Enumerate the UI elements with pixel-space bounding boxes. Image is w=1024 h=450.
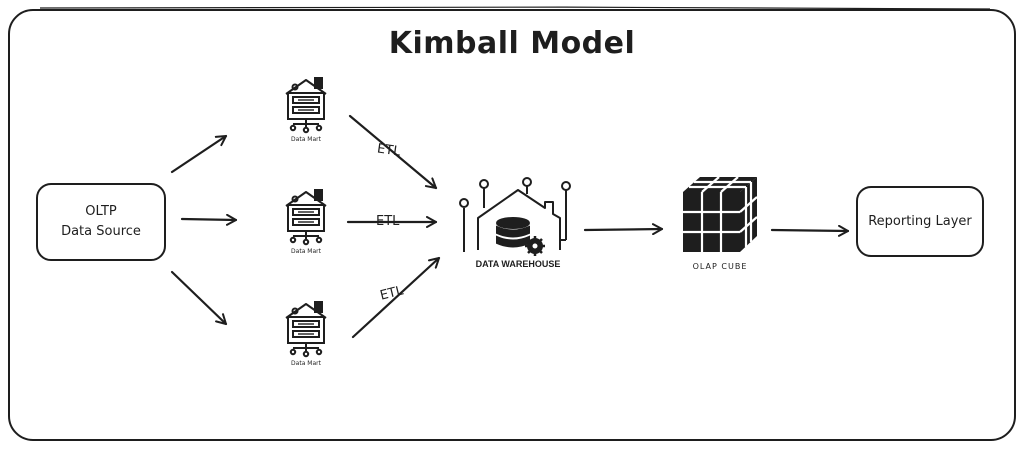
reporting-layer-box <box>856 186 984 257</box>
data-warehouse-caption: DATA WAREHOUSE <box>475 259 561 269</box>
etl-label-2: ETL <box>376 214 400 229</box>
arrow-mart-1-to-warehouse <box>348 114 438 190</box>
arrow-source-to-mart-1 <box>170 134 228 174</box>
data-mart-icon <box>285 77 327 134</box>
olap-cube-icon <box>683 176 758 252</box>
oltp-source-label: OLTP Data Source <box>37 202 165 242</box>
data-mart-caption-2: Data Mart <box>291 248 321 255</box>
data-mart-icon <box>285 189 327 246</box>
arrow-mart-3-to-warehouse <box>351 256 441 339</box>
frame-sketch-line <box>39 6 991 10</box>
arrow-warehouse-to-cube <box>583 223 664 236</box>
arrow-source-to-mart-2 <box>180 213 238 226</box>
oltp-source-line1: OLTP <box>85 204 117 219</box>
data-warehouse-icon <box>459 177 571 256</box>
reporting-layer-label: Reporting Layer <box>868 214 972 229</box>
oltp-source-line2: Data Source <box>61 224 141 239</box>
data-mart-caption-3: Data Mart <box>291 360 321 367</box>
arrow-source-to-mart-3 <box>170 270 228 326</box>
diagram-frame <box>8 9 1016 441</box>
etl-label-1: ETL <box>376 141 402 160</box>
diagram-title: Kimball Model <box>388 26 636 61</box>
oltp-source-box <box>36 183 166 261</box>
arrow-cube-to-reporting <box>770 224 850 237</box>
data-mart-caption-1: Data Mart <box>291 136 321 143</box>
olap-cube-caption: OLAP CUBE <box>692 262 748 271</box>
data-mart-icon <box>285 301 327 358</box>
